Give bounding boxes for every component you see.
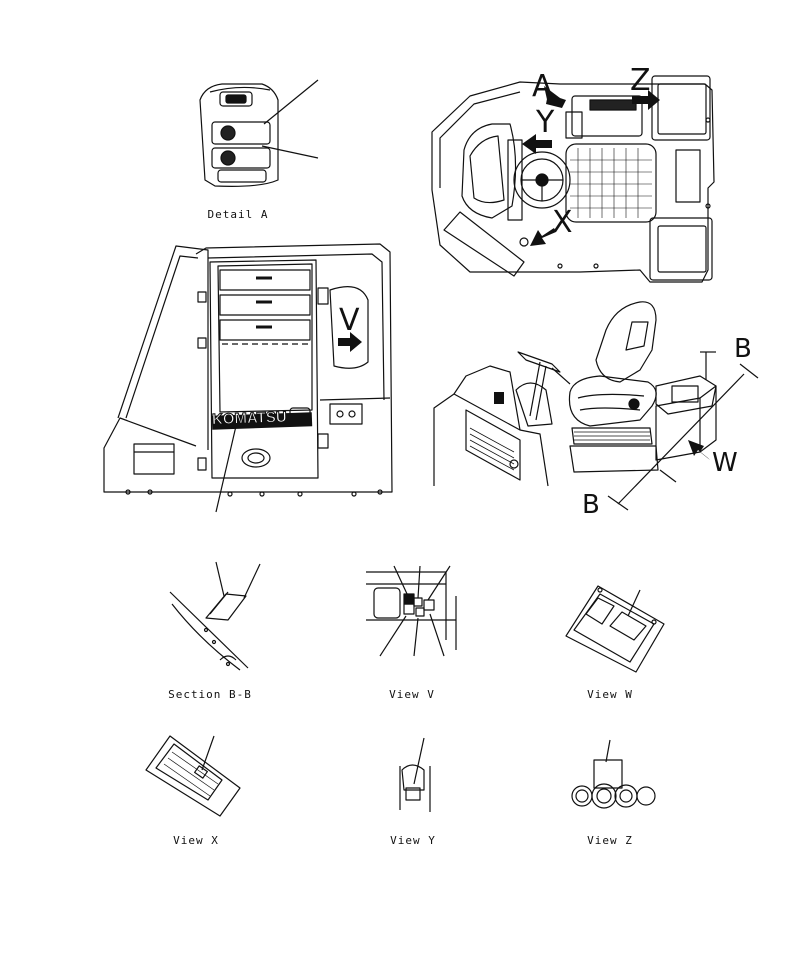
view-letter-x: X [552,205,573,240]
detail-a-switch-panel [199,79,319,187]
view-letter-z: Z [630,63,651,98]
view-letter-a: A [532,69,553,104]
view-z-drawing [571,739,656,809]
view-w-drawing [565,585,665,673]
komatsu-brand-decal: KOMATSU [211,408,287,429]
caption-view-z: View Z [587,834,633,847]
view-letter-y: Y [536,105,555,140]
caption-section-bb: Section B-B [168,688,252,701]
caption-view-w: View W [587,688,633,701]
view-letter-w: W [712,448,738,478]
cab-isometric-view [433,301,759,511]
section-bb-drawing [169,561,261,671]
caption-view-v: View V [389,688,435,701]
cab-plan-view [431,75,715,283]
view-y-drawing [399,737,431,812]
caption-view-y: View Y [390,834,436,847]
section-letter-b-bottom: B [582,490,600,520]
caption-detail-a: Detail A [207,208,269,221]
view-x-drawing [145,735,241,817]
caption-view-x: View X [173,834,219,847]
cab-side-elevation [103,243,393,513]
section-letter-b-top: B [734,334,752,364]
view-v-drawing [366,565,457,657]
view-letter-v: V [339,303,360,338]
